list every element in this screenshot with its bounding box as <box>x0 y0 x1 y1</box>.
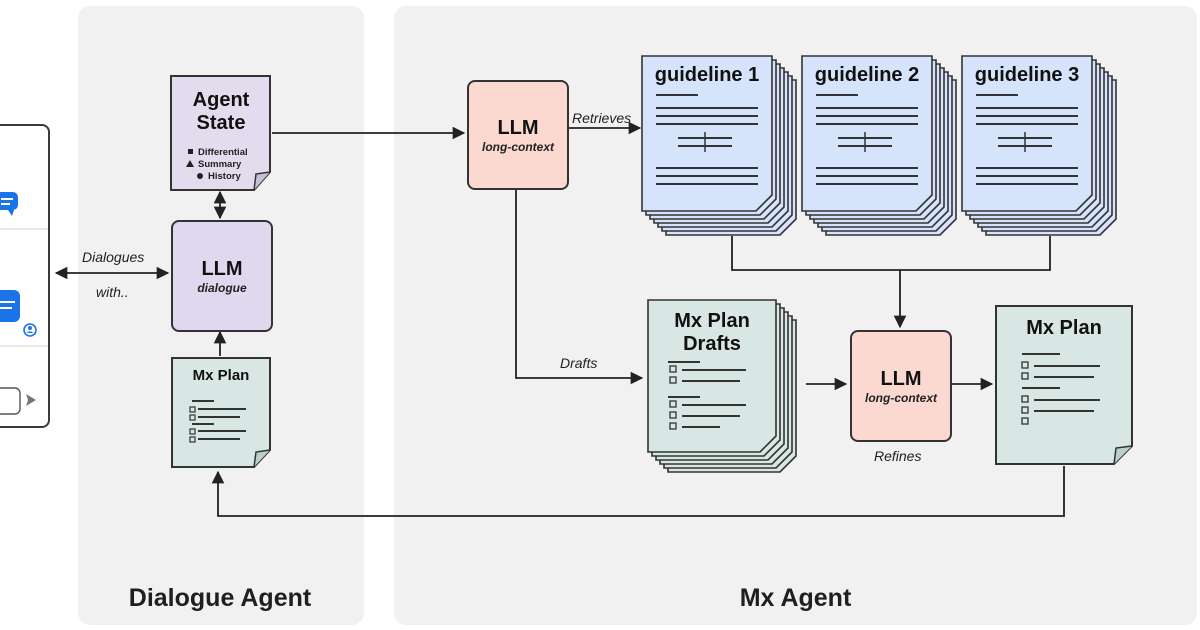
mx-plan-final-doc <box>995 305 1133 465</box>
mx-plan-small-title: Mx Plan <box>192 367 250 384</box>
agent-state-item: History <box>208 171 241 182</box>
llm-retriever-box: LLM long-context <box>467 80 569 190</box>
llm-dialogue-title: LLM <box>201 258 243 280</box>
square-bullet-icon <box>188 149 193 154</box>
chat-input-box[interactable] <box>0 387 21 415</box>
refines-label: Refines <box>874 448 922 464</box>
circle-bullet-icon <box>197 173 203 179</box>
chat-bubble-icon <box>0 290 20 322</box>
drafts-label: Drafts <box>560 355 598 371</box>
checkbox-icon <box>669 400 677 408</box>
agent-state-title: Agent State <box>171 89 271 135</box>
mx-plan-small-doc <box>171 357 271 468</box>
feedback-arrow <box>211 466 1065 517</box>
chat-bubble-icon <box>0 192 18 216</box>
llm-retriever-title: LLM <box>497 117 539 139</box>
guidelines-merge-line <box>731 236 1051 271</box>
agent-state-item: Summary <box>198 159 242 170</box>
triangle-bullet-icon <box>186 160 194 167</box>
checkbox-icon <box>669 376 677 384</box>
draft-front-page <box>647 299 777 453</box>
llm-dialogue-subtitle: dialogue <box>197 281 247 295</box>
llm-refiner-title: LLM <box>880 368 922 390</box>
drafts-title: Mx Plan Drafts <box>648 310 776 356</box>
agent-state-item: Differential <box>198 147 248 158</box>
mx-agent-title: Mx Agent <box>739 584 852 612</box>
checkbox-icon <box>669 365 677 373</box>
connectors <box>54 121 1065 517</box>
dialogue-agent-title: Dialogue Agent <box>128 584 312 612</box>
llm-refiner-subtitle: long-context <box>865 391 937 405</box>
guideline-2-title: guideline 2 <box>814 64 920 86</box>
chat-window <box>0 124 50 428</box>
agent-state-doc <box>170 75 271 191</box>
agent-state-title-line2: State <box>196 112 246 134</box>
guideline-stacks <box>641 55 1117 236</box>
agent-state-items: Differential Summary History <box>198 147 248 183</box>
dialogues-label: Dialogues <box>82 249 145 265</box>
guideline-3-title: guideline 3 <box>974 64 1080 86</box>
checkbox-icon <box>669 422 677 430</box>
mx-plan-drafts-stack <box>647 299 797 473</box>
drafts-title-line1: Mx Plan <box>674 310 750 332</box>
guideline-doc-stack <box>801 55 957 236</box>
send-icon[interactable] <box>26 394 36 406</box>
guideline-1-title: guideline 1 <box>654 64 760 86</box>
mx-plan-final-title: Mx Plan <box>1026 317 1102 339</box>
chat-window-art <box>0 192 48 415</box>
user-avatar-icon <box>23 323 37 337</box>
guideline-doc-stack <box>961 55 1117 236</box>
drafts-arrow <box>515 189 644 385</box>
llm-retriever-subtitle: long-context <box>482 140 554 154</box>
agent-state-title-line1: Agent <box>192 89 250 111</box>
dialogues-with-label: with.. <box>96 284 129 300</box>
drafts-title-line2: Drafts <box>683 333 741 355</box>
checkbox-icon <box>669 411 677 419</box>
retrieves-label: Retrieves <box>572 110 632 126</box>
llm-refiner-box: LLM long-context <box>850 330 952 442</box>
guideline-doc-stack <box>641 55 797 236</box>
llm-dialogue-box: LLM dialogue <box>171 220 273 332</box>
